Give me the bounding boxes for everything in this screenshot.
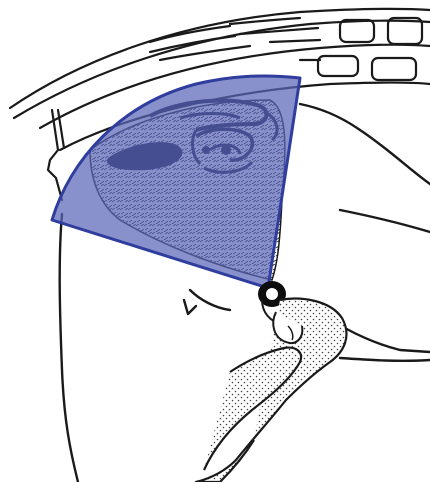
illustration-canvas [0, 0, 430, 482]
ultrasound-illustration [0, 0, 430, 482]
